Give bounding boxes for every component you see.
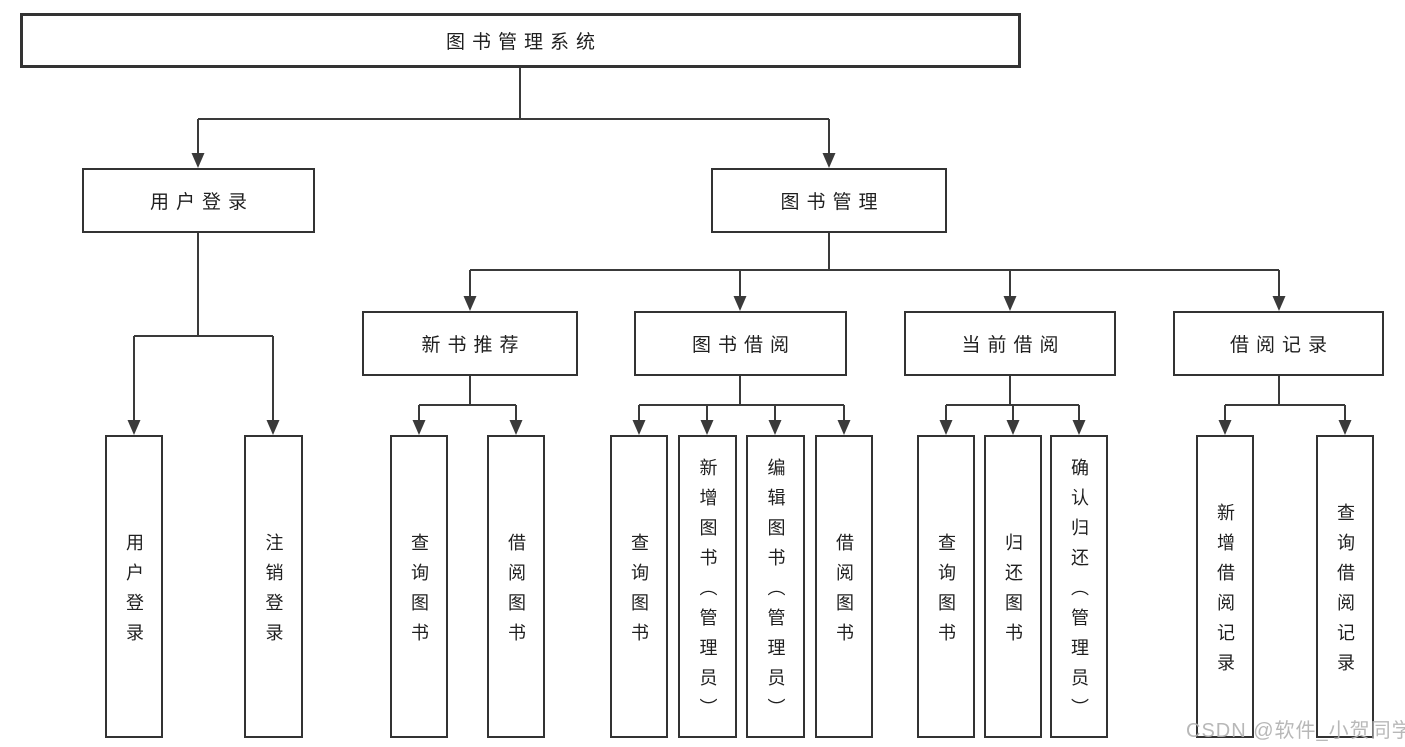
leaf-query-books-recommend: 查询图书 [390,435,448,738]
leaf-query-books-current: 查询图书 [917,435,975,738]
leaf-return-books-label: 归还图书 [1003,532,1023,653]
leaf-confirm-return-admin-label: 确认归还（管理员） [1069,457,1089,728]
csdn-watermark: CSDN @软件_小贺同学 [1186,720,1405,742]
node-book-borrow: 图书借阅 [634,311,847,376]
node-user-login: 用户登录 [82,168,315,233]
node-new-book-recommend-label: 新书推荐 [421,335,526,356]
leaf-query-books-current-label: 查询图书 [936,532,956,653]
leaf-return-books: 归还图书 [984,435,1042,738]
leaf-add-borrow-record: 新增借阅记录 [1196,435,1254,738]
leaf-add-borrow-record-label: 新增借阅记录 [1215,502,1235,683]
leaf-borrow-books-recommend: 借阅图书 [487,435,545,738]
leaf-user-login: 用户登录 [105,435,163,738]
node-root-label: 图书管理系统 [445,32,602,53]
leaf-query-books-borrow-label: 查询图书 [629,532,649,653]
leaf-logout: 注销登录 [244,435,303,738]
leaf-edit-book-admin-label: 编辑图书（管理员） [765,457,786,728]
leaf-user-login-label: 用户登录 [124,532,144,653]
leaf-query-borrow-record: 查询借阅记录 [1316,435,1374,738]
node-current-borrow-label: 当前借阅 [961,335,1066,356]
leaf-query-books-borrow: 查询图书 [610,435,668,738]
connector-lines [133,68,1346,421]
node-book-management-label: 图书管理 [780,192,885,213]
node-book-management: 图书管理 [711,168,947,233]
leaf-add-book-admin-label: 新增图书（管理员） [697,457,718,728]
leaf-add-book-admin: 新增图书（管理员） [678,435,737,738]
node-book-borrow-label: 图书借阅 [691,335,796,356]
node-user-login-label: 用户登录 [149,192,254,213]
leaf-logout-label: 注销登录 [263,532,284,653]
leaf-query-books-recommend-label: 查询图书 [409,532,429,653]
node-new-book-recommend: 新书推荐 [362,311,578,376]
leaf-edit-book-admin: 编辑图书（管理员） [746,435,805,738]
leaf-confirm-return-admin: 确认归还（管理员） [1050,435,1108,738]
node-current-borrow: 当前借阅 [904,311,1116,376]
leaf-borrow-books-label: 借阅图书 [834,532,854,653]
leaf-query-borrow-record-label: 查询借阅记录 [1335,502,1355,683]
node-root: 图书管理系统 [20,13,1021,68]
node-borrow-records: 借阅记录 [1173,311,1384,376]
leaf-borrow-books: 借阅图书 [815,435,873,738]
node-borrow-records-label: 借阅记录 [1229,335,1334,356]
leaf-borrow-books-recommend-label: 借阅图书 [506,532,526,653]
